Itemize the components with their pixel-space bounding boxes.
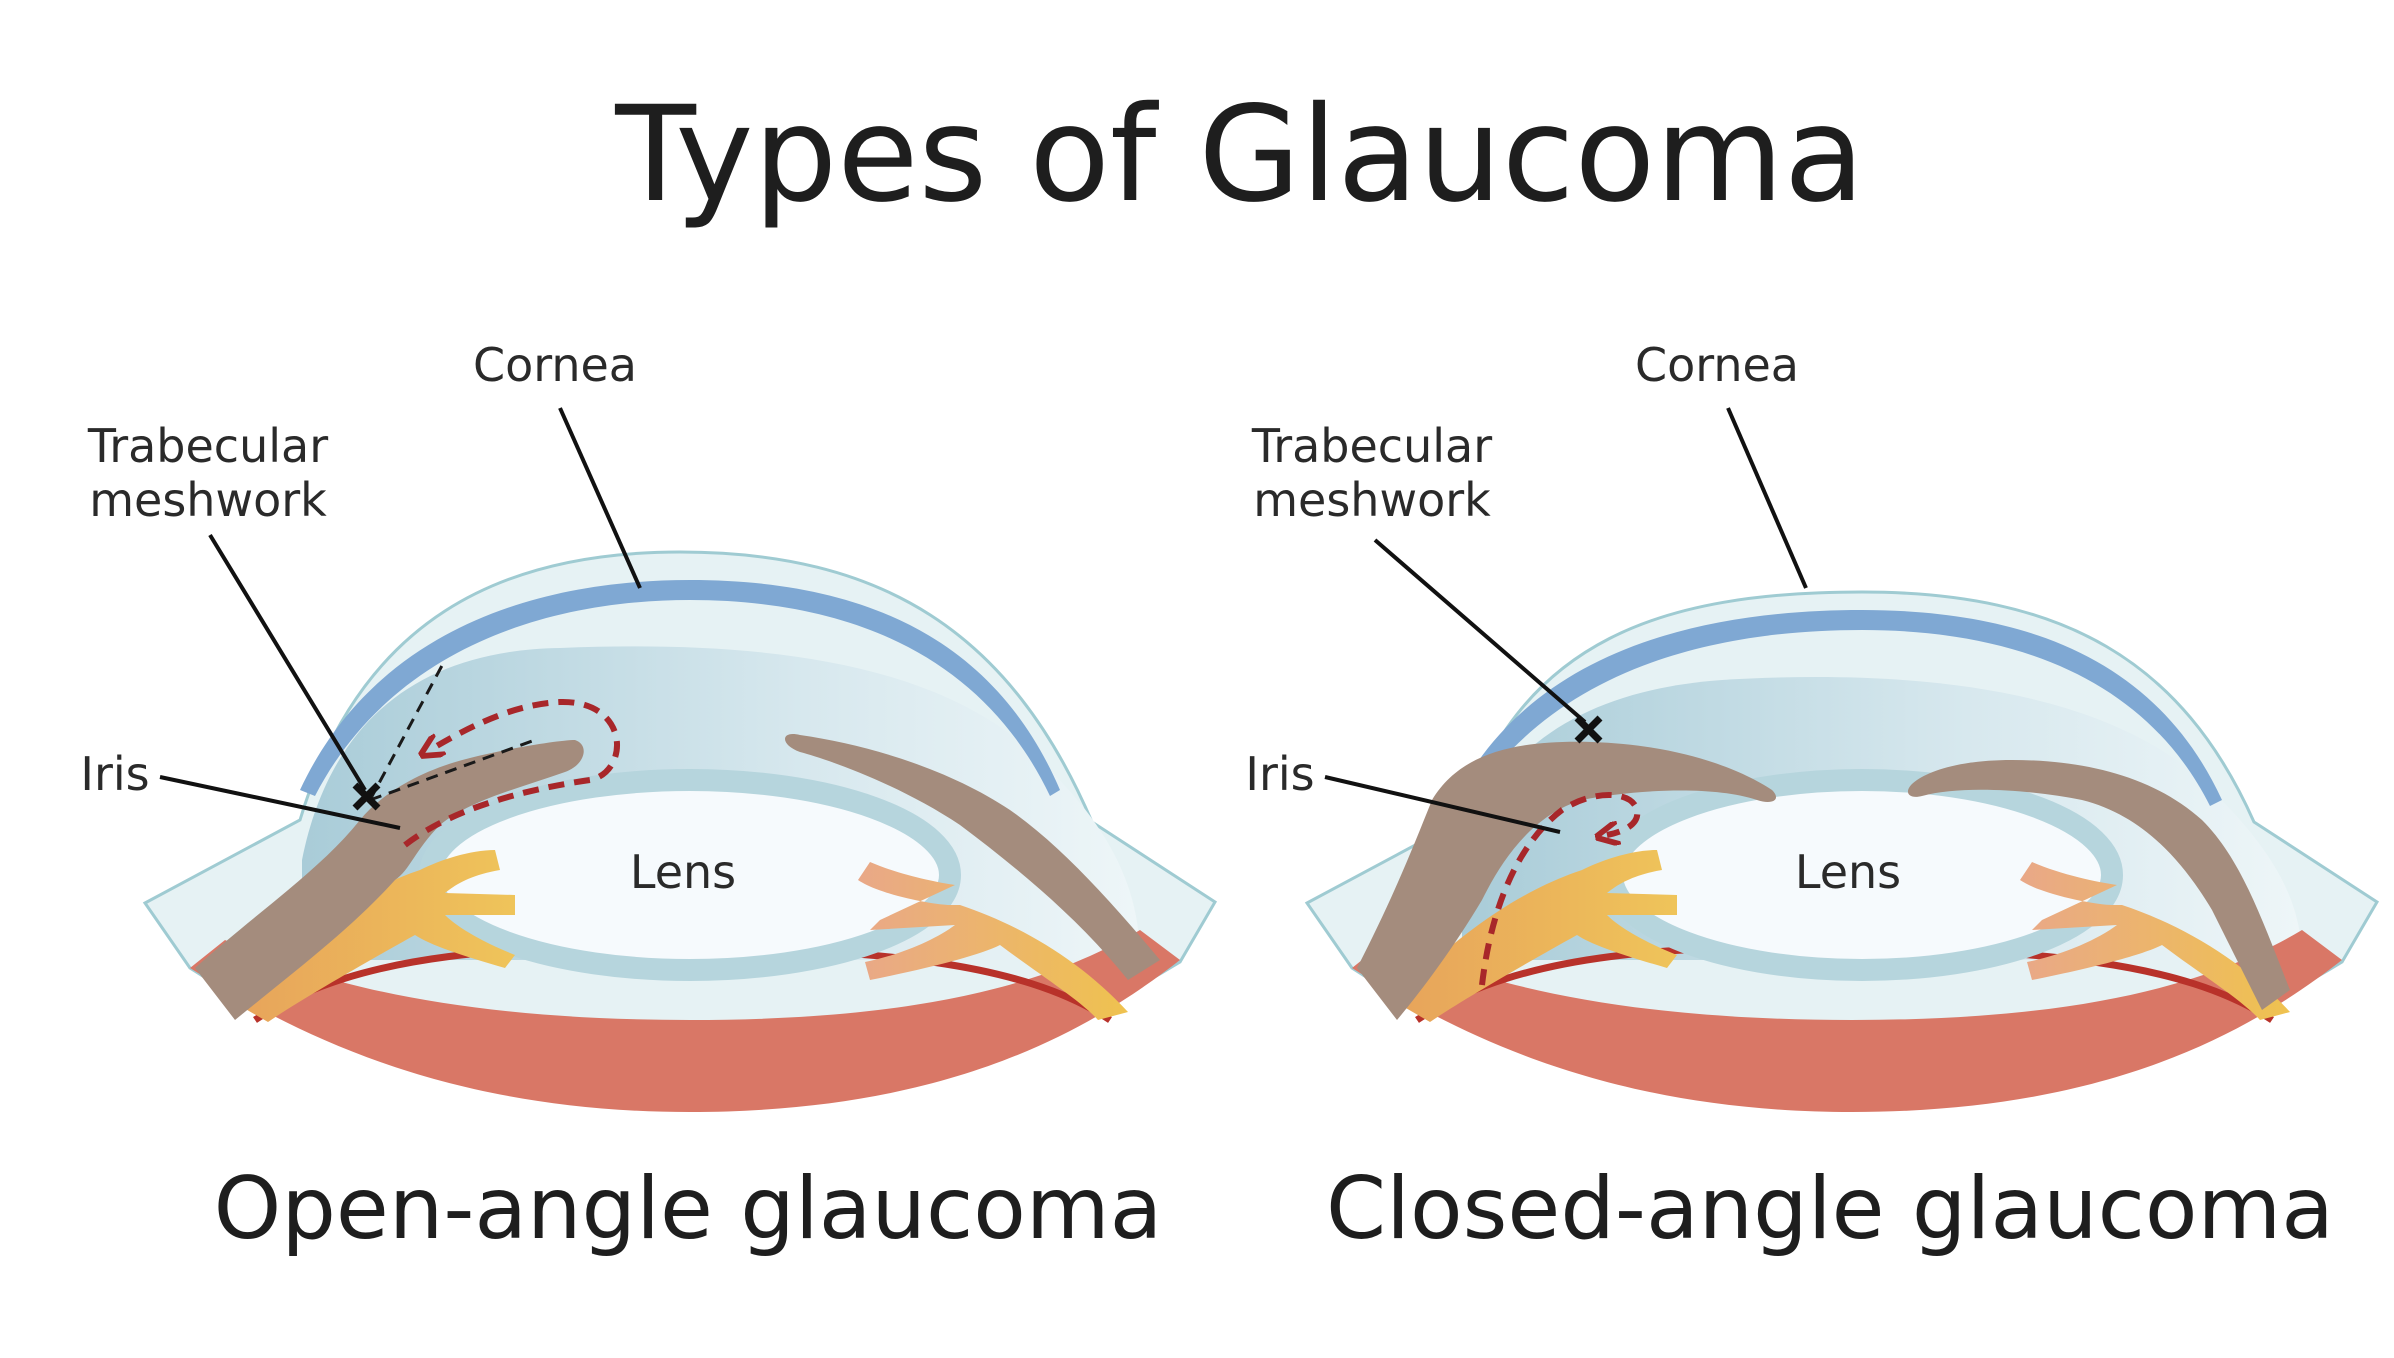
cornea-leader-closed [1728, 408, 1806, 588]
label-trabecular-open-2: meshwork [89, 473, 327, 527]
open-angle-eye [145, 552, 1215, 1112]
label-trabecular-open-1: Trabecular [87, 419, 328, 473]
label-lens-closed: Lens [1795, 845, 1901, 899]
label-cornea-closed: Cornea [1635, 338, 1799, 392]
caption-open-angle: Open-angle glaucoma [214, 1159, 1163, 1259]
label-cornea-open: Cornea [473, 338, 637, 392]
trabecular-leader-open [210, 535, 365, 790]
label-iris-closed: Iris [1245, 747, 1314, 801]
trabecular-leader-closed [1375, 540, 1585, 722]
label-iris-open: Iris [80, 747, 149, 801]
diagram-title: Types of Glaucoma [614, 78, 1864, 232]
caption-closed-angle: Closed-angle glaucoma [1326, 1159, 2334, 1259]
label-lens-open: Lens [630, 845, 736, 899]
label-trabecular-closed-2: meshwork [1253, 473, 1491, 527]
label-trabecular-closed-1: Trabecular [1251, 419, 1492, 473]
